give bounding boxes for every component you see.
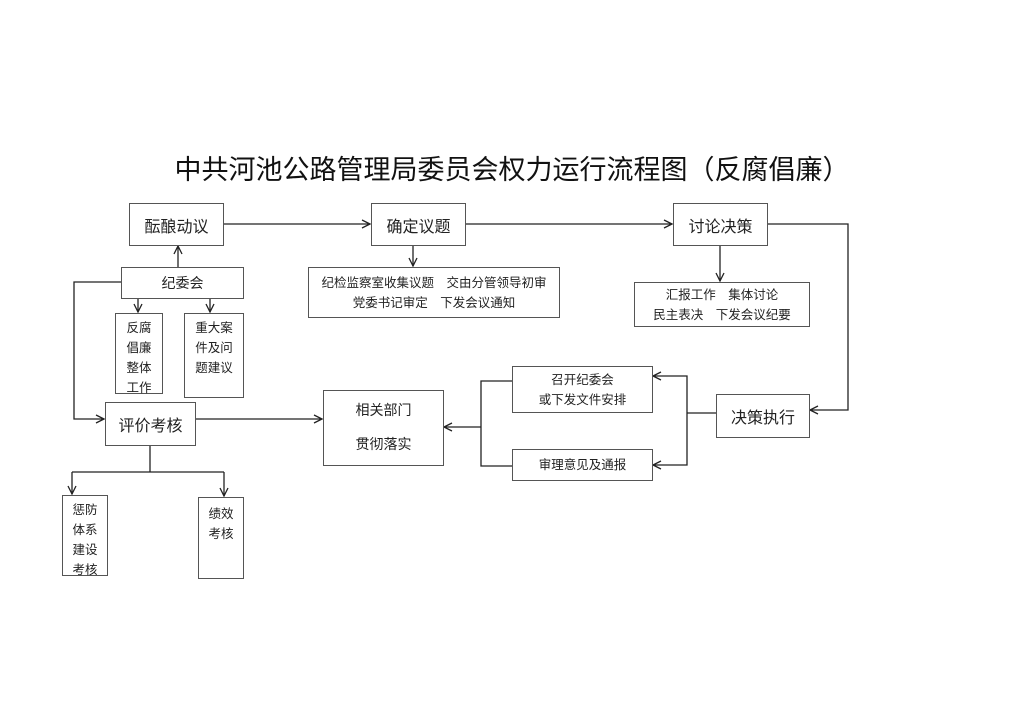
node-line: 民主表决 下发会议纪要 [653, 306, 791, 322]
node-discuss-detail: 汇报工作 集体讨论民主表决 下发会议纪要 [634, 282, 810, 327]
arrow-execute-to-review [653, 413, 688, 465]
node-anticorruption: 反腐倡廉整体工作 [115, 313, 163, 395]
node-label: 决策执行 [730, 408, 795, 427]
node-line: 建设 [72, 542, 98, 557]
node-commission: 纪委会 [121, 267, 244, 299]
node-line: 纪检监察室收集议题 交由分管领导初审 [321, 274, 547, 290]
node-line: 绩效 [208, 506, 234, 521]
node-meeting: 召开纪委会或下发文件安排 [512, 366, 653, 413]
node-line: 惩防 [72, 502, 98, 517]
arrow-execute-to-meeting [653, 376, 688, 413]
node-discuss: 讨论决策 [673, 203, 768, 246]
node-line: 或下发文件安排 [538, 391, 627, 407]
node-line: 召开纪委会 [551, 371, 614, 387]
node-line: 汇报工作 集体讨论 [665, 286, 779, 302]
node-line: 考核 [208, 526, 234, 541]
node-label: 讨论决策 [688, 216, 753, 236]
node-punish-prevent: 惩防体系建设考核 [62, 495, 108, 577]
node-departments: 相关部门贯彻落实 [323, 390, 444, 466]
node-line: 重大案 [195, 320, 233, 335]
node-line: 党委书记审定 下发会议通知 [352, 294, 516, 310]
node-line: 整体 [126, 360, 152, 375]
node-line: 件及问 [195, 340, 233, 355]
node-line: 相关部门 [355, 403, 412, 419]
node-line: 考核 [72, 562, 98, 577]
node-label: 评价考核 [118, 416, 183, 435]
node-label: 酝酿动议 [144, 216, 209, 236]
node-label: 审理意见及通报 [538, 457, 627, 472]
node-performance: 绩效考核 [198, 497, 244, 579]
node-line: 体系 [72, 522, 98, 537]
node-line: 倡廉 [126, 340, 152, 355]
node-line: 题建议 [195, 360, 233, 375]
node-evaluate: 评价考核 [105, 402, 196, 446]
node-label: 确定议题 [386, 216, 451, 236]
node-line: 贯彻落实 [355, 437, 412, 453]
node-major-cases: 重大案件及问题建议 [184, 313, 244, 398]
node-label: 纪委会 [161, 276, 204, 292]
node-execute: 决策执行 [716, 394, 810, 438]
node-topic: 确定议题 [371, 203, 466, 246]
arrow-discuss-to-execute [767, 223, 849, 410]
node-brew: 酝酿动议 [129, 203, 224, 246]
node-topic-detail: 纪检监察室收集议题 交由分管领导初审党委书记审定 下发会议通知 [308, 267, 560, 318]
node-line: 工作 [126, 380, 152, 395]
node-review: 审理意见及通报 [512, 449, 653, 481]
arrow-commission-to-evaluate [73, 281, 121, 419]
node-line: 反腐 [126, 320, 152, 335]
chart-title: 中共河池公路管理局委员会权力运行流程图（反腐倡廉） [174, 155, 850, 186]
